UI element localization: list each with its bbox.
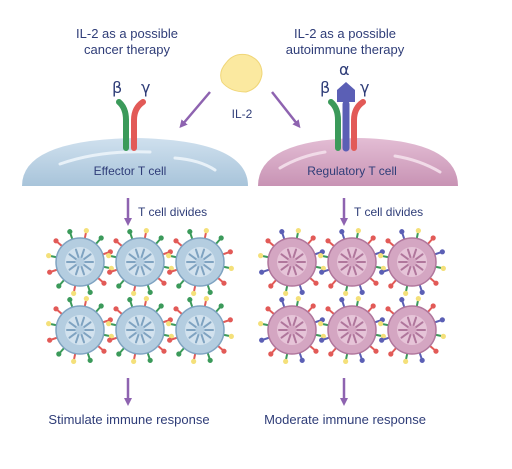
regulatory-daughter-cells [258,228,446,364]
left-gamma-label: γ [141,78,151,97]
right-gamma-label: γ [360,78,370,97]
daughter-cell [258,296,326,364]
il2-label: IL-2 [231,107,253,121]
arrow-il2-to-regulatory [271,91,301,129]
regulatory-t-cell [258,138,458,186]
left-divides-label: T cell divides [138,205,208,219]
arrow-il2-to-effector [179,91,211,129]
daughter-cell [106,296,174,364]
regulatory-cell-label: Regulatory T cell [307,164,397,178]
effector-cell-label: Effector T cell [93,164,167,178]
daughter-cell [166,228,234,296]
right-beta-label: β [320,78,331,97]
right-divides-label: T cell divides [354,205,424,219]
daughter-cell [46,228,114,296]
daughter-cell [106,228,174,296]
left-therapy-line1: IL-2 as a possible [76,26,178,41]
effector-daughter-cells [46,228,234,364]
right-outcome-label: Moderate immune response [264,412,426,427]
regulatory-receptor [328,82,366,152]
left-beta-label: β [112,78,123,97]
daughter-cell [318,296,386,364]
right-therapy-line2: autoimmune therapy [285,42,405,57]
daughter-cell [378,228,446,296]
daughter-cell [318,228,386,296]
daughter-cell [166,296,234,364]
right-alpha-label: α [339,60,350,79]
left-therapy-line2: cancer therapy [84,42,170,57]
daughter-cell [46,296,114,364]
effector-receptor [116,99,146,151]
daughter-cell [258,228,326,296]
right-therapy-line1: IL-2 as a possible [294,26,396,41]
left-outcome-label: Stimulate immune response [48,412,210,427]
effector-t-cell [22,138,248,186]
il2-molecule [220,53,263,93]
daughter-cell [378,296,446,364]
